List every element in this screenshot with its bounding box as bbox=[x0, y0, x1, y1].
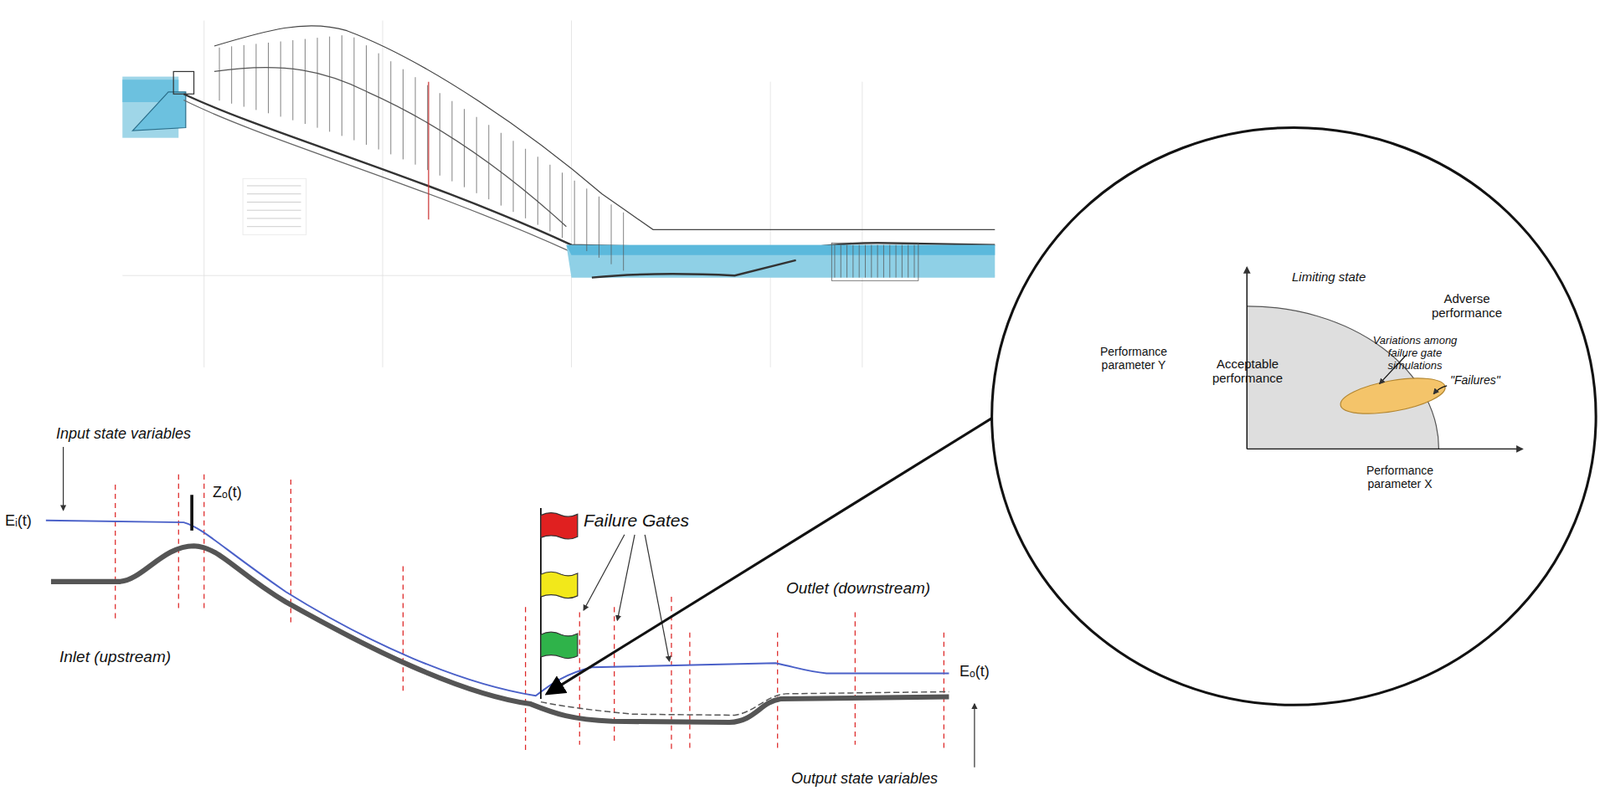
label: Performance parameter X bbox=[1353, 463, 1446, 491]
label: Outlet (downstream) bbox=[786, 579, 931, 598]
stroke bbox=[329, 36, 330, 133]
label: Input state variables bbox=[56, 425, 191, 443]
stroke bbox=[402, 69, 404, 160]
stroke bbox=[895, 245, 897, 278]
stroke bbox=[513, 140, 515, 212]
stroke bbox=[561, 172, 563, 238]
spillway-section bbox=[122, 20, 995, 368]
label: Limiting state bbox=[1291, 269, 1366, 284]
stroke bbox=[907, 245, 909, 278]
stroke bbox=[840, 245, 842, 278]
stroke bbox=[613, 607, 615, 746]
stroke bbox=[864, 245, 866, 278]
stroke bbox=[579, 612, 581, 745]
stroke bbox=[859, 245, 860, 278]
stroke bbox=[114, 484, 116, 623]
stroke bbox=[365, 45, 367, 145]
stroke bbox=[378, 53, 380, 150]
stroke bbox=[415, 77, 417, 165]
stroke bbox=[292, 40, 294, 121]
stroke bbox=[846, 245, 848, 278]
stroke bbox=[524, 607, 526, 751]
stroke bbox=[914, 245, 916, 278]
stroke bbox=[402, 566, 404, 695]
stroke bbox=[290, 479, 292, 623]
label: Variations among failure gate simulation… bbox=[1360, 334, 1470, 373]
stroke bbox=[549, 164, 551, 232]
stroke bbox=[877, 245, 879, 278]
stroke bbox=[390, 61, 391, 155]
label: Output state variables bbox=[791, 770, 938, 788]
label: Failure Gates bbox=[583, 510, 690, 531]
stroke bbox=[451, 101, 453, 182]
label: "Failures" bbox=[1450, 373, 1501, 387]
stroke bbox=[304, 39, 306, 124]
stroke bbox=[586, 188, 587, 252]
stroke bbox=[231, 46, 232, 103]
stroke bbox=[537, 156, 539, 225]
stroke bbox=[255, 43, 257, 110]
stroke bbox=[280, 41, 282, 118]
label: Adverse performance bbox=[1420, 291, 1513, 321]
stroke bbox=[776, 632, 778, 751]
stroke bbox=[611, 204, 613, 264]
profile bbox=[46, 416, 995, 767]
stroke bbox=[317, 37, 319, 129]
performance-region: Acceptable performance bbox=[1197, 356, 1298, 386]
stroke bbox=[889, 245, 891, 278]
label: Zₒ(t) bbox=[212, 483, 242, 502]
stroke bbox=[870, 245, 872, 278]
stroke bbox=[622, 212, 624, 272]
stroke bbox=[901, 245, 903, 278]
stroke bbox=[353, 37, 355, 141]
stroke bbox=[439, 92, 441, 176]
label: Inlet (upstream) bbox=[59, 648, 171, 667]
stroke bbox=[267, 42, 269, 114]
stroke bbox=[341, 35, 343, 136]
stroke bbox=[476, 117, 478, 194]
stroke bbox=[833, 245, 835, 278]
stroke bbox=[219, 47, 221, 101]
stroke bbox=[574, 180, 576, 245]
stroke bbox=[178, 474, 180, 613]
stroke bbox=[670, 596, 672, 751]
inset bbox=[992, 127, 1597, 705]
stroke bbox=[598, 196, 600, 258]
stroke bbox=[854, 612, 856, 745]
region-label: Acceptable performance bbox=[1197, 356, 1298, 386]
stroke bbox=[852, 245, 854, 278]
stroke bbox=[463, 108, 465, 187]
label: Eᵢ(t) bbox=[5, 512, 32, 530]
stroke bbox=[488, 124, 489, 200]
stroke bbox=[524, 149, 526, 219]
stroke bbox=[203, 474, 205, 613]
stroke bbox=[689, 632, 690, 751]
stroke bbox=[427, 85, 428, 170]
stroke bbox=[243, 45, 245, 108]
label: Performance parameter Y bbox=[1083, 344, 1184, 372]
label: Eₒ(t) bbox=[959, 663, 990, 681]
stroke bbox=[883, 245, 885, 278]
stroke bbox=[500, 133, 502, 206]
